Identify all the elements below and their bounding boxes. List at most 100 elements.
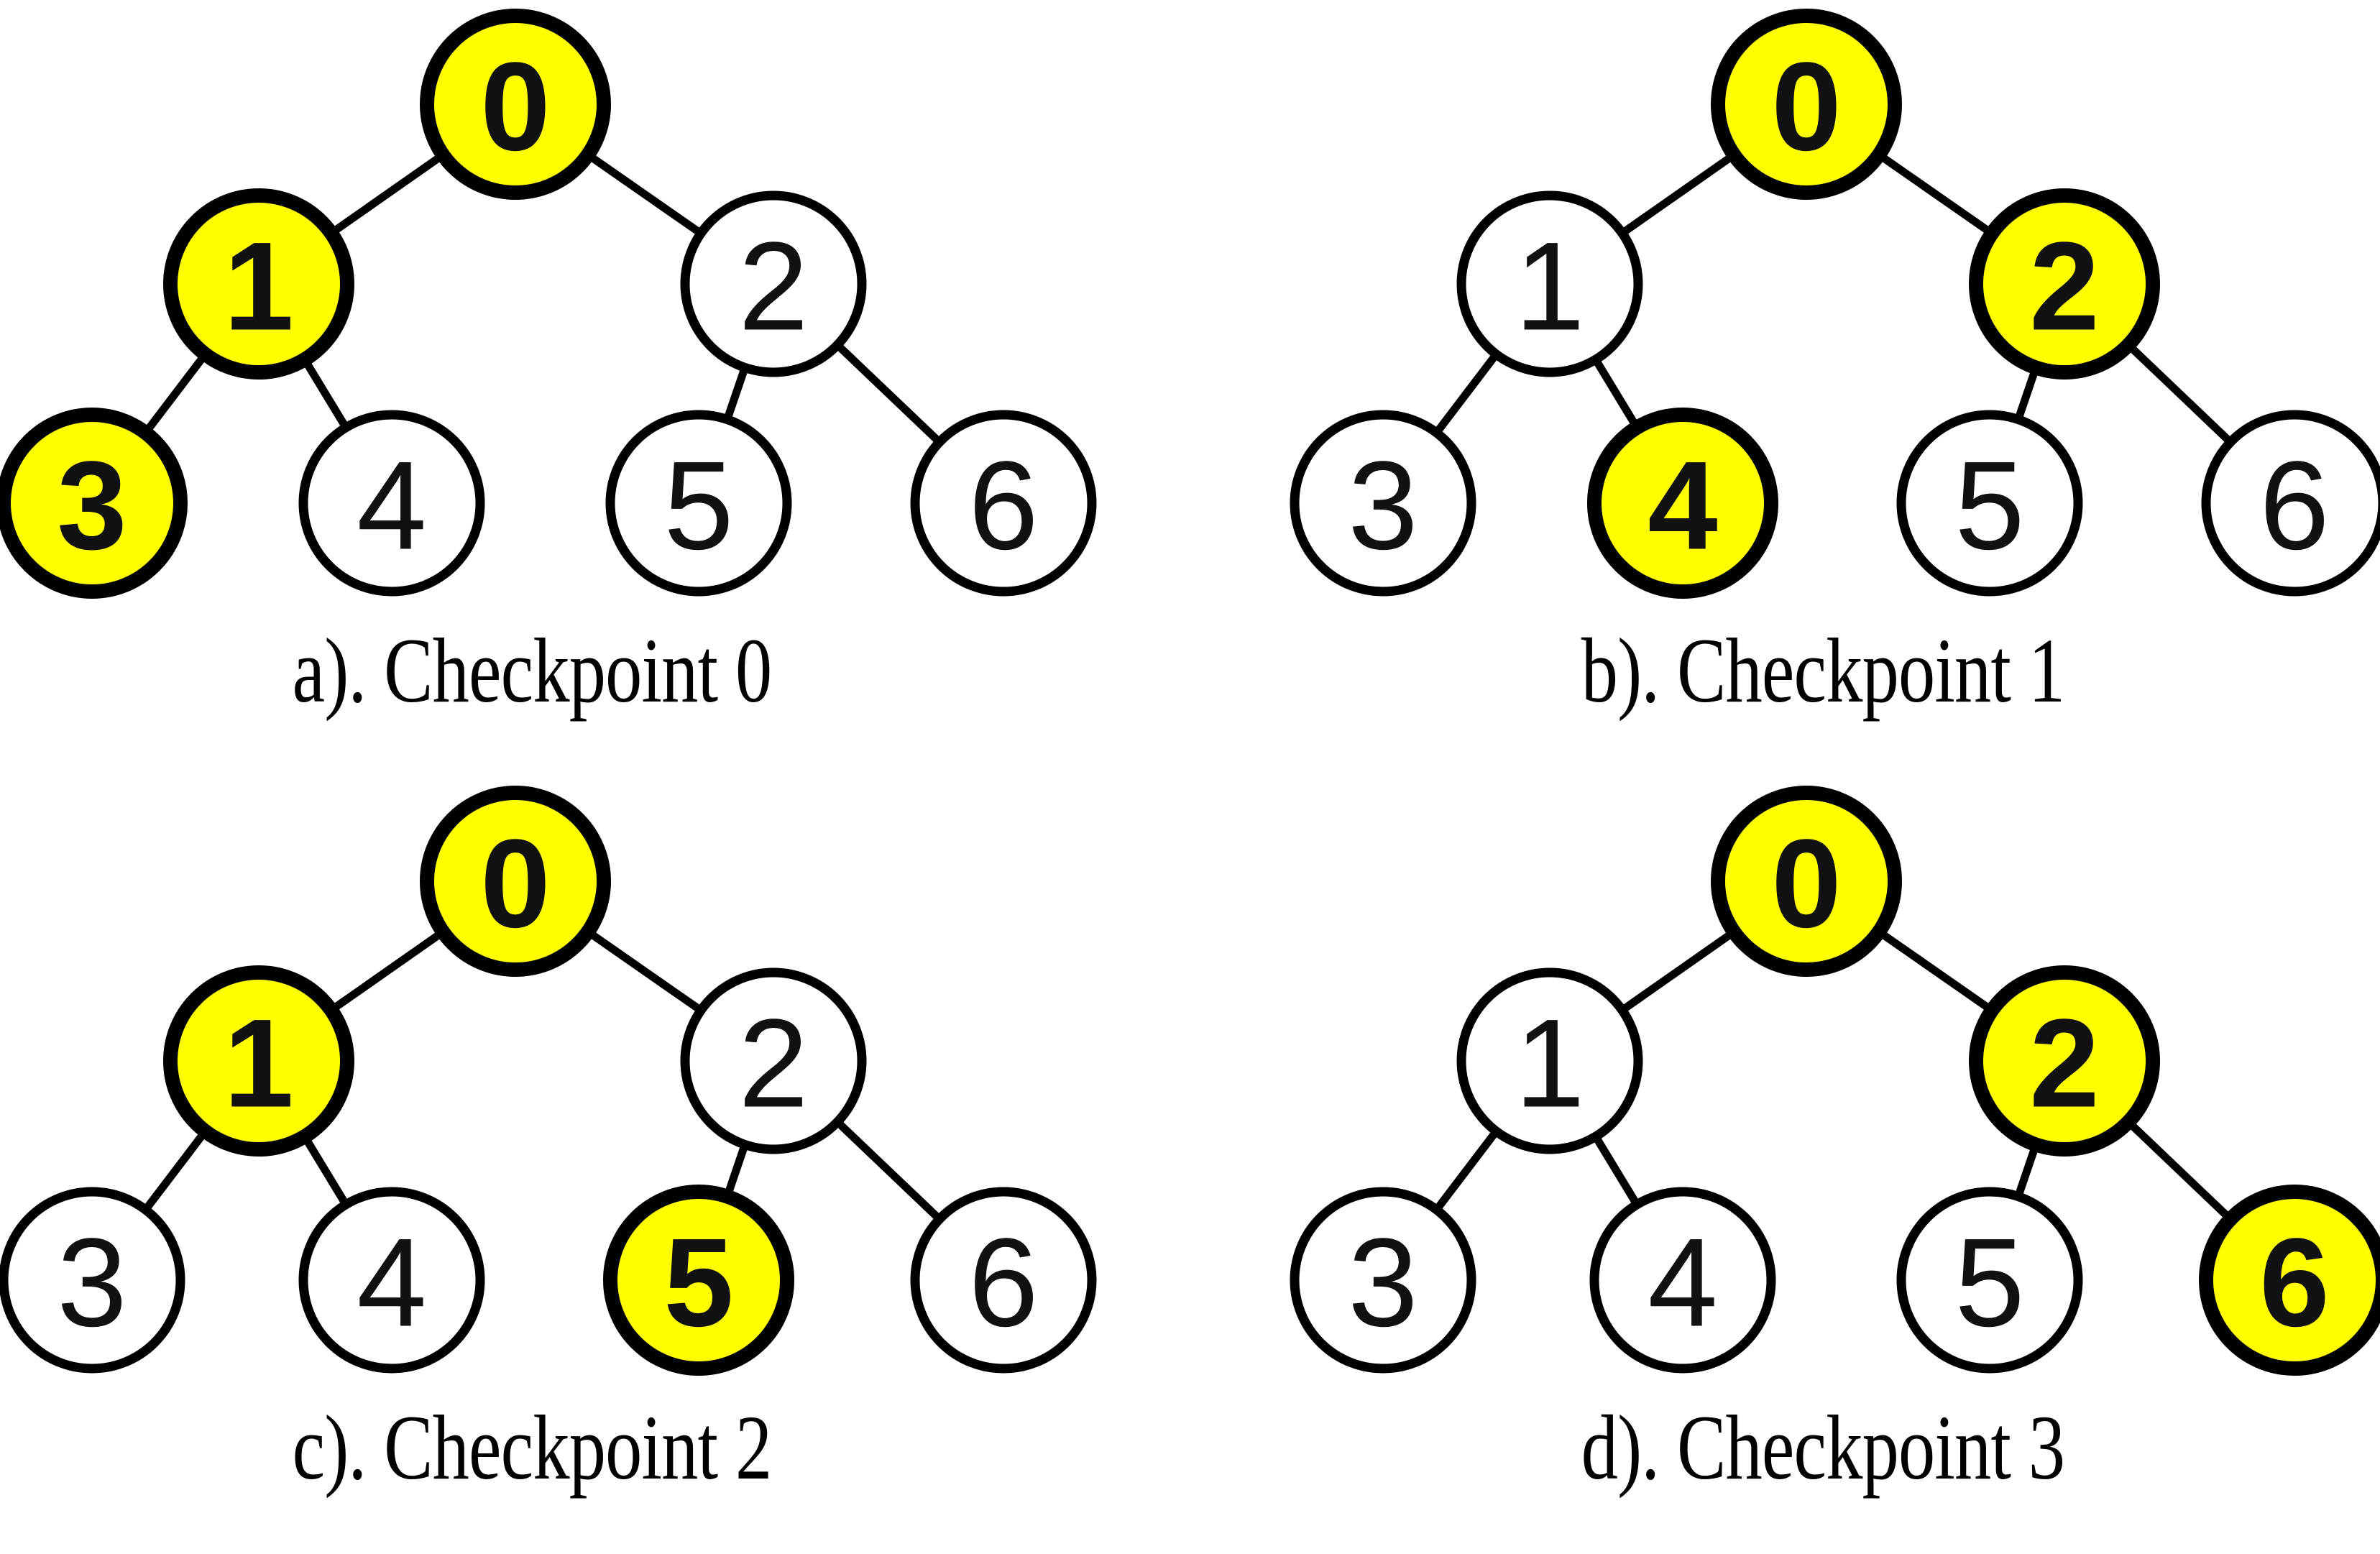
node-label: 0: [1771, 37, 1841, 178]
tree-node-3[interactable]: 3: [1290, 1187, 1476, 1374]
node-circle-highlighted[interactable]: [1587, 408, 1778, 599]
node-label: 3: [57, 436, 127, 576]
edge-group: [1431, 150, 2236, 447]
tree-node-4[interactable]: 4: [298, 1187, 485, 1374]
node-label: 5: [663, 436, 733, 576]
node-circle[interactable]: [2201, 410, 2380, 597]
node-circle-highlighted[interactable]: [1711, 786, 1902, 977]
node-circle-highlighted[interactable]: [163, 965, 354, 1157]
tree-edge-1-4: [1591, 354, 1642, 433]
tree-node-5[interactable]: 5: [1896, 1187, 2083, 1374]
node-label: 4: [357, 436, 426, 576]
node-circle-highlighted[interactable]: [420, 9, 611, 200]
node-circle-highlighted[interactable]: [1969, 965, 2160, 1157]
node-circle-highlighted[interactable]: [603, 1185, 794, 1376]
node-label: 5: [1954, 1213, 2024, 1353]
tree-node-3[interactable]: 3: [0, 408, 188, 599]
tree-node-6[interactable]: 6: [910, 410, 1097, 597]
node-circle-highlighted[interactable]: [163, 188, 354, 380]
tree-edge-2-5: [722, 363, 750, 424]
tree-edge-1-4: [300, 1131, 351, 1210]
node-label: 6: [968, 436, 1038, 576]
node-group: 01 2 3 4 5 6: [0, 786, 1097, 1376]
node-circle[interactable]: [298, 410, 485, 597]
node-circle-highlighted[interactable]: [1969, 188, 2160, 380]
tree-node-1[interactable]: 1: [1456, 190, 1643, 377]
tree-node-4[interactable]: 4: [1587, 408, 1778, 599]
node-label: 3: [1348, 436, 1418, 576]
tree-edge-0-1: [326, 927, 448, 1016]
node-label: 6: [968, 1213, 1038, 1353]
node-circle[interactable]: [910, 410, 1097, 597]
tree-node-5[interactable]: 5: [605, 410, 792, 597]
tree-edge-0-1: [1617, 927, 1739, 1016]
node-circle[interactable]: [1589, 1187, 1776, 1374]
node-circle[interactable]: [1290, 410, 1476, 597]
node-circle[interactable]: [1290, 1187, 1476, 1374]
tree-node-2[interactable]: 2: [680, 967, 867, 1154]
tree-edge-2-6: [2123, 1117, 2236, 1224]
node-label: 2: [738, 217, 808, 357]
node-circle-highlighted[interactable]: [2199, 1185, 2380, 1376]
tree-edge-1-4: [1591, 1131, 1642, 1210]
node-label: 1: [1515, 994, 1584, 1134]
node-label: 0: [480, 37, 550, 178]
tree-node-1[interactable]: 1: [1456, 967, 1643, 1154]
node-label: 2: [738, 994, 808, 1134]
tree-node-0[interactable]: 0: [420, 9, 611, 200]
node-circle[interactable]: [1896, 410, 2083, 597]
edge-group: [1431, 927, 2236, 1224]
node-circle-highlighted[interactable]: [0, 408, 188, 599]
tree-node-6[interactable]: 6: [910, 1187, 1097, 1374]
tree-node-4[interactable]: 4: [298, 410, 485, 597]
node-circle[interactable]: [910, 1187, 1097, 1374]
tree-node-5[interactable]: 5: [603, 1185, 794, 1376]
node-circle-highlighted[interactable]: [1711, 9, 1902, 200]
node-circle[interactable]: [605, 410, 792, 597]
tree-node-1[interactable]: 1: [163, 188, 354, 380]
node-circle[interactable]: [0, 1187, 185, 1374]
node-group: 01 2 3 4 5 6: [0, 9, 1097, 599]
tree-node-3[interactable]: 3: [1290, 410, 1476, 597]
tree-edge-0-1: [326, 150, 448, 239]
tree-node-0[interactable]: 0: [1711, 9, 1902, 200]
node-label: 3: [57, 1213, 127, 1353]
node-circle[interactable]: [1896, 1187, 2083, 1374]
panel-caption-d: d). Checkpoint 3: [1581, 1397, 2065, 1499]
tree-edge-2-5: [722, 1140, 750, 1201]
tree-node-2[interactable]: 2: [1969, 188, 2160, 380]
node-circle[interactable]: [298, 1187, 485, 1374]
tree-edge-1-4: [300, 354, 351, 433]
node-circle-highlighted[interactable]: [420, 786, 611, 977]
tree-node-5[interactable]: 5: [1896, 410, 2083, 597]
edge-group: [140, 150, 945, 447]
tree-node-0[interactable]: 0: [420, 786, 611, 977]
tree-node-6[interactable]: 6: [2201, 410, 2380, 597]
tree-edge-2-6: [832, 340, 945, 447]
node-circle[interactable]: [680, 967, 867, 1154]
tree-edge-0-1: [1617, 150, 1739, 239]
tree-node-3[interactable]: 3: [0, 1187, 185, 1374]
tree-node-4[interactable]: 4: [1589, 1187, 1776, 1374]
tree-edge-2-5: [2013, 363, 2041, 424]
node-circle[interactable]: [1456, 190, 1643, 377]
tree-node-2[interactable]: 2: [680, 190, 867, 377]
node-label: 6: [2259, 436, 2329, 576]
node-label: 6: [2259, 1213, 2329, 1353]
tree-edge-0-2: [583, 927, 706, 1016]
node-circle[interactable]: [1456, 967, 1643, 1154]
tree-node-6[interactable]: 6: [2199, 1185, 2380, 1376]
tree-node-0[interactable]: 0: [1711, 786, 1902, 977]
node-circle[interactable]: [680, 190, 867, 377]
tree-node-1[interactable]: 1: [163, 965, 354, 1157]
tree-node-2[interactable]: 2: [1969, 965, 2160, 1157]
node-label: 2: [2029, 994, 2099, 1134]
node-label: 4: [357, 1213, 426, 1353]
tree-edge-1-3: [1431, 349, 1502, 438]
tree-edge-2-5: [2013, 1140, 2041, 1201]
